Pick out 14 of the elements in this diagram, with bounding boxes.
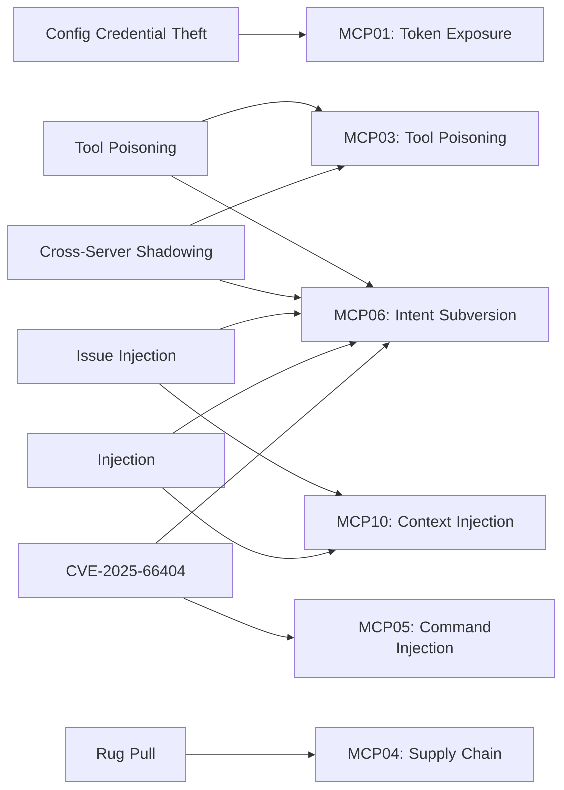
node-box: MCP06: Intent Subversion	[302, 288, 550, 342]
node-box: MCP05: Command Injection	[294, 600, 556, 678]
node-box: CVE-2025-66404	[18, 544, 234, 598]
arrow	[202, 102, 323, 122]
node-box: MCP01: Token Exposure	[306, 8, 544, 62]
node-box: Injection	[28, 434, 226, 488]
node-box: MCP04: Supply Chain	[316, 728, 534, 782]
node-box: MCP10: Context Injection	[304, 496, 546, 550]
node-box: Tool Poisoning	[44, 122, 208, 176]
node-box: Issue Injection	[18, 330, 236, 384]
node-box: MCP03: Tool Poisoning	[312, 112, 540, 166]
node-box: Config Credential Theft	[14, 8, 240, 62]
node-box: Cross-Server Shadowing	[8, 226, 246, 280]
node-box: Rug Pull	[66, 728, 186, 782]
